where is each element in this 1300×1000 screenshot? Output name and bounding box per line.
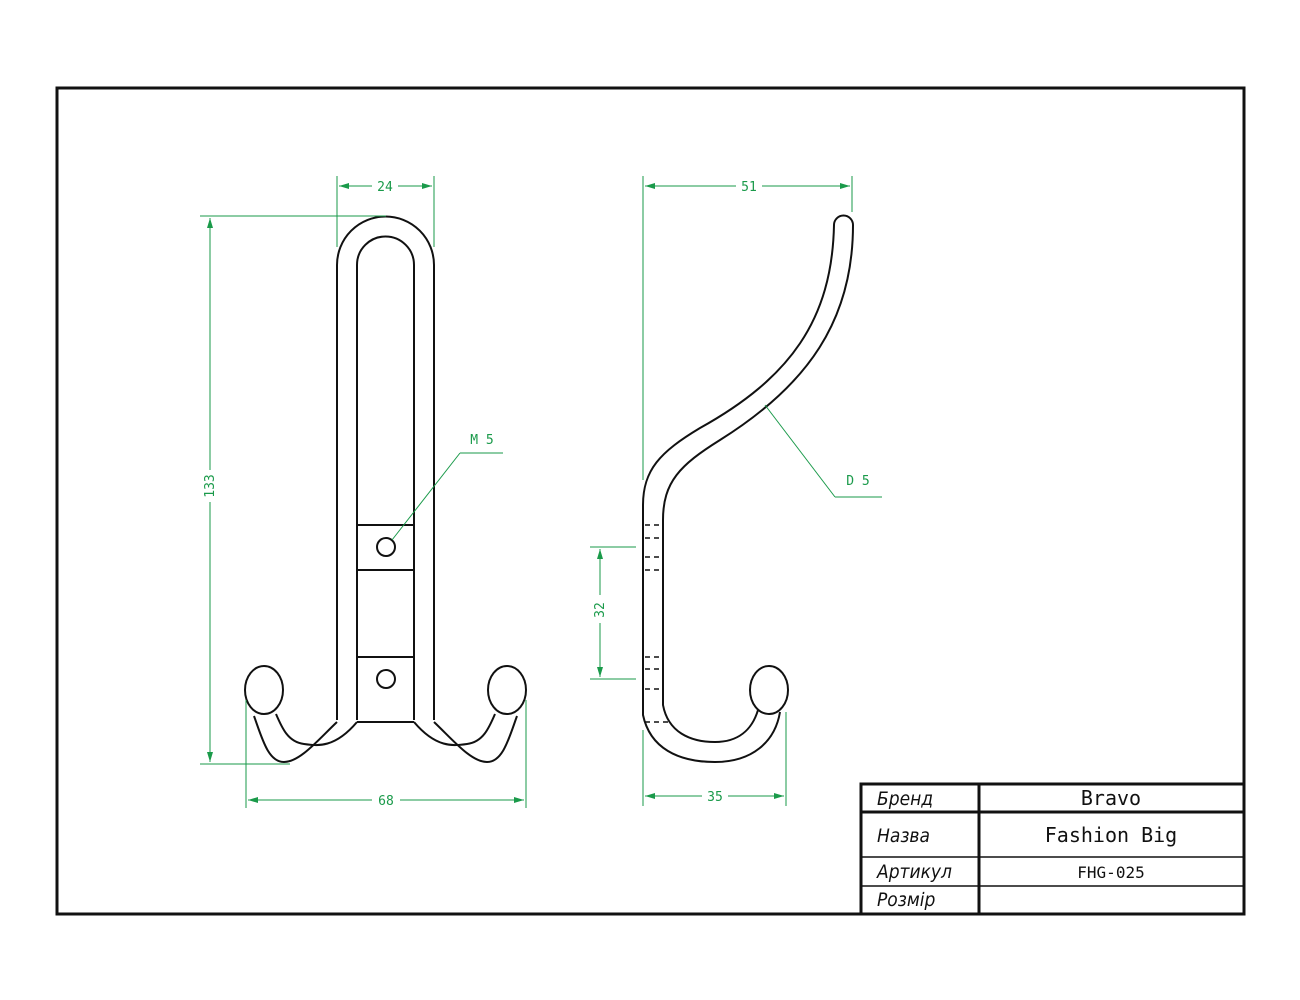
article-label: Артикул xyxy=(876,861,952,883)
front-left-ball-end xyxy=(244,665,284,715)
front-inner-loop xyxy=(356,235,415,720)
thread-label: M 5 xyxy=(470,433,493,448)
side-hidden-lines xyxy=(645,524,668,723)
front-outer-loop xyxy=(336,215,435,720)
side-hook-depth-label: 35 xyxy=(707,790,723,805)
front-left-hook xyxy=(253,715,338,764)
name-label: Назва xyxy=(877,825,930,847)
title-block xyxy=(859,782,1246,916)
front-width-top-label: 24 xyxy=(377,180,393,195)
name-value: Fashion Big xyxy=(1045,823,1177,847)
mounting-hole-lower xyxy=(376,669,396,689)
front-height-label: 133 xyxy=(203,474,218,497)
brand-label: Бренд xyxy=(877,788,933,810)
side-dimensions xyxy=(590,176,882,806)
front-width-bottom-label: 68 xyxy=(378,794,394,809)
front-dimensions xyxy=(200,176,527,808)
article-value: FHG-025 xyxy=(1077,863,1144,882)
side-lower-hook xyxy=(642,520,781,764)
side-hole-spacing-label: 32 xyxy=(593,602,608,618)
brand-value: Bravo xyxy=(1081,786,1141,810)
side-upper-arm xyxy=(642,214,855,521)
wire-diameter-label: D 5 xyxy=(846,474,869,489)
front-right-ball-end xyxy=(487,665,527,715)
front-view xyxy=(244,215,527,764)
drawing-frame xyxy=(55,86,1246,916)
size-label: Розмір xyxy=(877,889,936,911)
front-right-hook xyxy=(433,715,518,764)
side-depth-label: 51 xyxy=(741,180,757,195)
side-ball-end xyxy=(749,665,789,715)
side-view xyxy=(642,214,855,764)
mounting-hole-upper xyxy=(376,537,396,557)
